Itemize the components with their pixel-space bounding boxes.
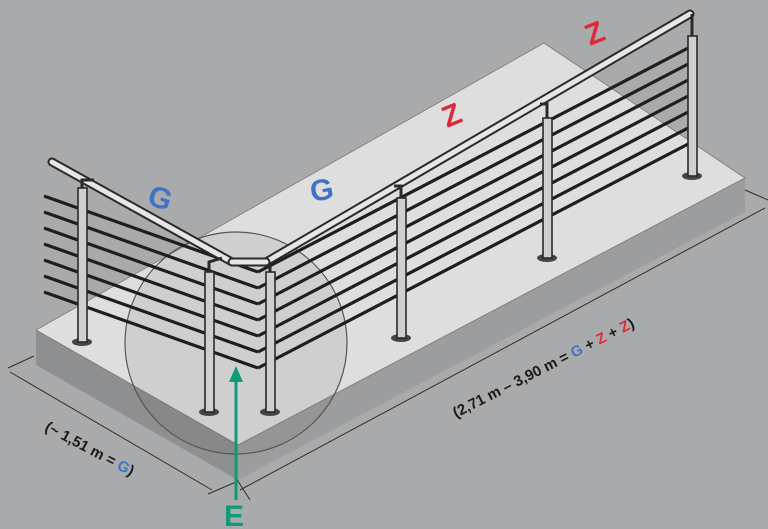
post-5 <box>537 102 557 262</box>
label-e: E <box>224 500 244 529</box>
label-z-right: Z <box>580 15 609 52</box>
post-6 <box>682 14 702 180</box>
post-1 <box>72 178 94 346</box>
detail-e-arrow <box>229 366 243 500</box>
post-4 <box>391 184 411 342</box>
post-3 <box>260 262 280 416</box>
post-2 <box>199 256 223 416</box>
dimension-short-side: (~ 1,51 m = G) <box>42 419 137 480</box>
dimension-lines <box>7 189 768 501</box>
long-bars <box>257 44 693 370</box>
posts <box>72 14 702 416</box>
slab-side-front <box>238 178 745 480</box>
label-g-mid: G <box>307 172 336 209</box>
label-g-left: G <box>144 179 176 218</box>
